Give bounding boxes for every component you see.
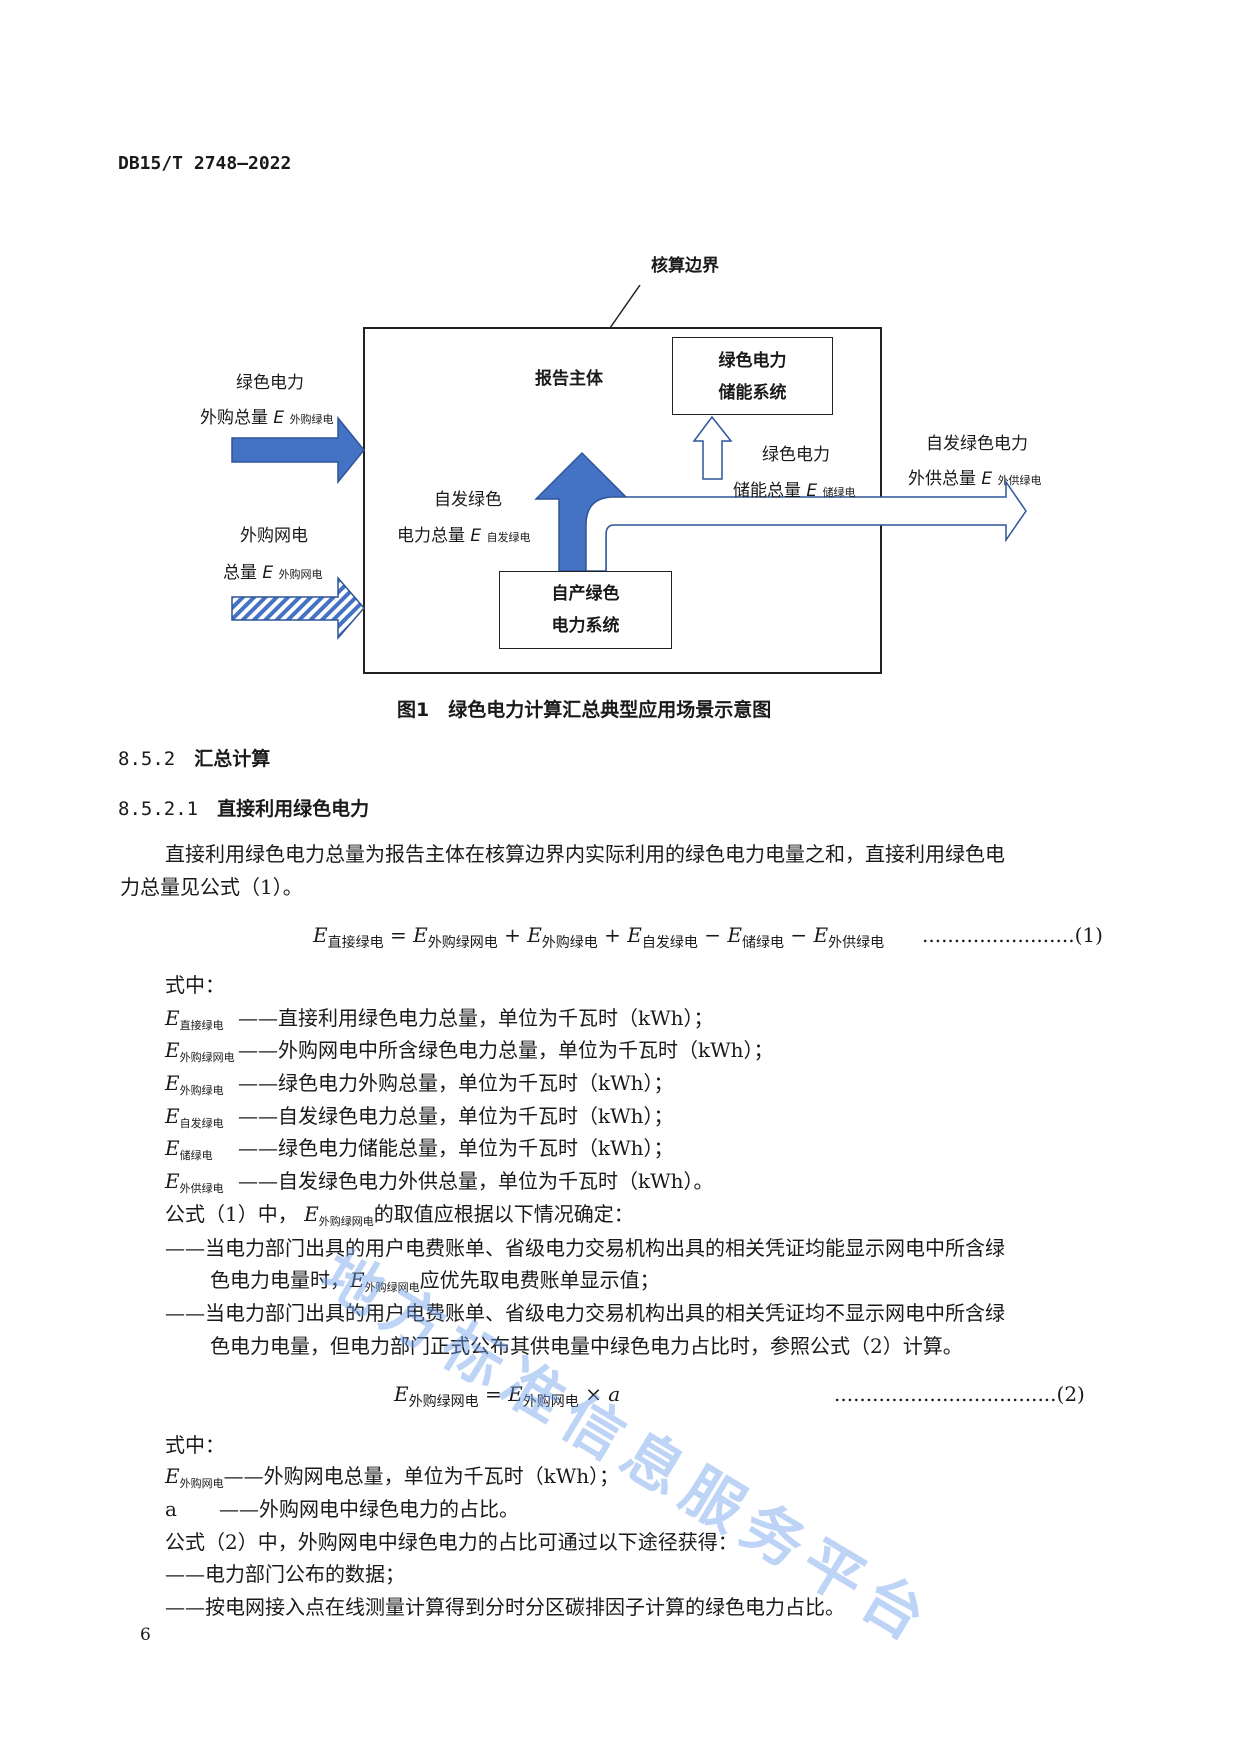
purchased-green-label2: 外购总量 E 外购绿电 (200, 408, 334, 428)
selfgen-box-line2: 电力系统 (551, 616, 620, 636)
selfgen-total-label2: 电力总量 E 自发绿电 (397, 526, 531, 546)
definition-item: E外供绿电 (165, 1169, 224, 1195)
where-label: 式中： (165, 973, 225, 997)
definition-item: E直接绿电 (165, 1006, 224, 1032)
subsection-heading: 8.5.2.1 直接利用绿色电力 (118, 798, 370, 820)
purchased-green-arrow (231, 415, 365, 485)
bullet-continuation: 色电力电量，但电力部门正式公布其供电量中绿色电力占比时，参照公式（2）计算。 (210, 1334, 963, 1358)
formula-1: E直接绿电 = E外购绿网电 + E外购绿电 + E自发绿电 − E储绿电 − … (313, 923, 885, 951)
selfgen-system-box: 自产绿色 电力系统 (499, 571, 672, 649)
reporting-entity-label: 报告主体 (535, 369, 603, 389)
definition-item: E外购绿电 (165, 1071, 224, 1097)
paragraph-line: 直接利用绿色电力总量为报告主体在核算边界内实际利用的绿色电力电量之和，直接利用绿… (165, 842, 1005, 866)
where-label-2: 式中： (165, 1433, 225, 1457)
export-total-label2: 外供总量 E 外供绿电 (908, 469, 1042, 489)
formula-1-number: ........................(1) (922, 923, 1103, 947)
purchased-green-label1: 绿色电力 (236, 373, 304, 393)
definition-item: E自发绿电 (165, 1104, 224, 1130)
storage-up-arrow (692, 415, 733, 480)
boundary-leader-line (609, 284, 641, 329)
storage-system-box: 绿色电力 储能系统 (672, 337, 833, 415)
storage-box-line1: 绿色电力 (718, 351, 787, 371)
formula-2-note: 公式（2）中，外购网电中绿色电力的占比可通过以下途径获得： (165, 1530, 738, 1554)
export-arrow (585, 479, 1027, 572)
diagram-graphics (231, 284, 1027, 674)
purchased-grid-arrow (231, 575, 365, 641)
paragraph-line: 力总量见公式（1）。 (120, 875, 303, 899)
document-id: DB15/T 2748—2022 (118, 153, 292, 174)
definition-item: E储绿电 (165, 1136, 213, 1162)
formula-1-note: 公式（1）中， E外购绿网电的取值应根据以下情况确定： (165, 1202, 634, 1228)
definition-desc: ——自发绿色电力总量，单位为千瓦时（kWh）； (238, 1104, 674, 1128)
storage-total-label1: 绿色电力 (762, 445, 830, 465)
definition-desc: ——自发绿色电力外供总量，单位为千瓦时（kWh）。 (238, 1169, 714, 1193)
bullet-item: ——当电力部门出具的用户电费账单、省级电力交易机构出具的相关凭证均能显示网电中所… (165, 1236, 1005, 1260)
boundary-label: 核算边界 (651, 256, 719, 276)
definition-item: E外购绿网电 (165, 1038, 235, 1064)
bullet-item: ——当电力部门出具的用户电费账单、省级电力交易机构出具的相关凭证均不显示网电中所… (165, 1301, 1005, 1325)
selfgen-box-line1: 自产绿色 (551, 584, 620, 604)
page-number: 6 (140, 1625, 151, 1645)
storage-total-label2: 储能总量 E 储绿电 (733, 481, 856, 501)
storage-box-line2: 储能系统 (718, 383, 787, 403)
definition-item: a (165, 1497, 177, 1521)
section-heading: 8.5.2 汇总计算 (118, 748, 271, 770)
definition-item: E外购网电——外购网电总量，单位为千瓦时（kWh）； (165, 1464, 620, 1490)
definition-desc: ——绿色电力储能总量，单位为千瓦时（kWh）； (238, 1136, 674, 1160)
bullet-continuation: 色电力电量时，E外购绿网电应优先取电费账单显示值； (210, 1268, 660, 1294)
export-total-label1: 自发绿色电力 (926, 434, 1028, 454)
purchased-grid-label1: 外购网电 (240, 526, 308, 546)
definition-desc: ——外购网电中绿色电力的占比。 (219, 1497, 519, 1521)
formula-2: E外购绿网电 = E外购网电 × a (394, 1382, 621, 1410)
definition-desc: ——直接利用绿色电力总量，单位为千瓦时（kWh）； (238, 1006, 714, 1030)
formula-2-number: ...................................(2) (834, 1382, 1085, 1406)
definition-desc: ——绿色电力外购总量，单位为千瓦时（kWh）； (238, 1071, 674, 1095)
definition-desc: ——外购网电中所含绿色电力总量，单位为千瓦时（kWh）； (238, 1038, 774, 1062)
selfgen-total-label1: 自发绿色 (434, 490, 502, 510)
bullet-item: ——电力部门公布的数据； (165, 1562, 405, 1586)
purchased-grid-label2: 总量 E 外购网电 (223, 563, 323, 583)
bullet-item: ——按电网接入点在线测量计算得到分时分区碳排因子计算的绿色电力占比。 (165, 1595, 845, 1619)
figure-caption: 图1 绿色电力计算汇总典型应用场景示意图 (397, 699, 772, 721)
